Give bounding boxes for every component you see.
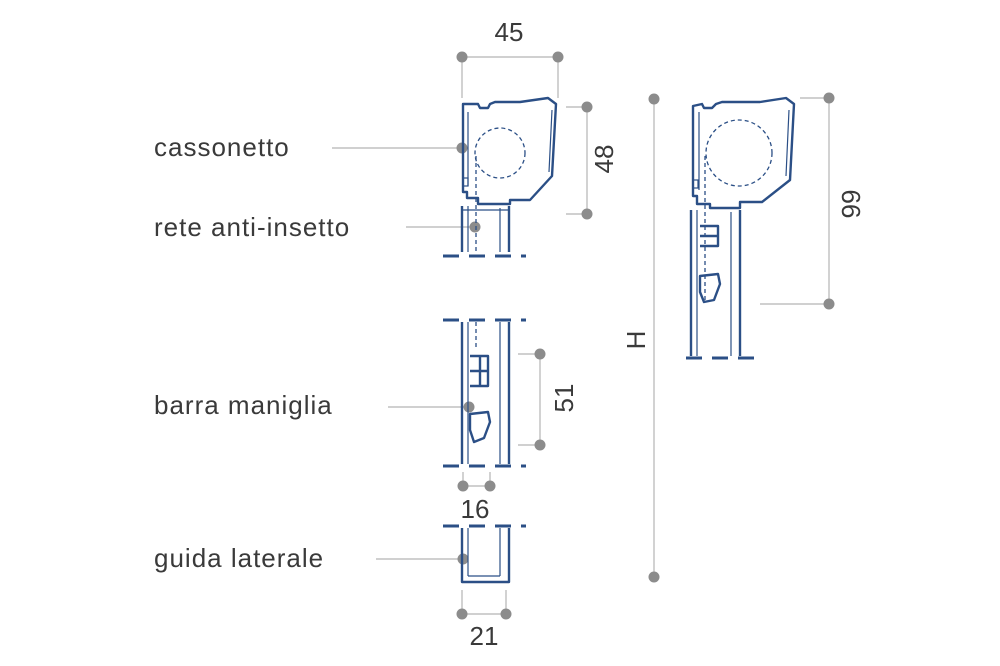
label-guida-laterale: guida laterale (154, 543, 324, 573)
dimension-16: 16 (457, 472, 496, 524)
dimension-99: 99 (760, 92, 866, 310)
dimension-51: 51 (518, 348, 579, 451)
barra-section (443, 318, 526, 468)
label-guida-group: guida laterale (154, 543, 469, 573)
label-barra-maniglia: barra maniglia (154, 390, 333, 420)
dimension-16-label: 16 (461, 494, 490, 524)
guida-section (443, 524, 526, 584)
label-rete-group: rete anti-insetto (154, 212, 481, 242)
label-rete-anti-insetto: rete anti-insetto (154, 212, 350, 242)
right-guide-and-bar (686, 210, 760, 360)
label-barra-group: barra maniglia (154, 390, 475, 420)
label-cassonetto-group: cassonetto (154, 132, 468, 162)
dimension-48: 48 (566, 101, 619, 220)
rete-section-left (443, 206, 526, 258)
dimension-21-label: 21 (470, 621, 499, 651)
cassonetto-profile-right (691, 96, 796, 300)
dimension-51-label: 51 (549, 384, 579, 413)
callout-dot-barra (463, 401, 475, 413)
dimension-48-label: 48 (589, 145, 619, 174)
dimension-45-label: 45 (495, 17, 524, 47)
cassonetto-profile-left (461, 96, 558, 252)
label-cassonetto: cassonetto (154, 132, 290, 162)
dimension-h: H (621, 93, 660, 583)
dimension-45: 45 (456, 17, 564, 98)
dimension-21: 21 (456, 590, 512, 651)
dimension-99-label: 99 (836, 190, 866, 219)
dimension-h-label: H (621, 331, 651, 350)
callout-dot-rete (469, 221, 481, 233)
